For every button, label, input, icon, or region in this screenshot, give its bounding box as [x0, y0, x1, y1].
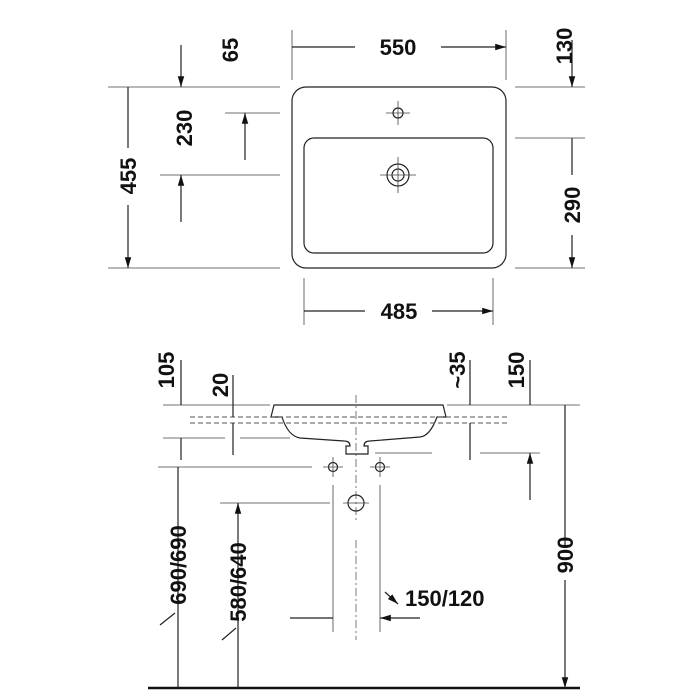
supply-hole-left-icon: [323, 457, 343, 477]
dim-tap-offset: 65: [218, 38, 243, 62]
dim-bowl-offset: 130: [552, 28, 577, 65]
dim-width: 550: [380, 35, 417, 60]
tap-hole-icon: [386, 101, 410, 125]
dim-inset: 20: [208, 373, 233, 397]
dim-rim: 105: [154, 352, 179, 389]
side-view: 105 20 ~35 150 900 690/690 580/640 150/1…: [148, 351, 580, 688]
drain-icon: [380, 157, 416, 193]
dim-bowl-width: 485: [381, 299, 418, 324]
dim-overlap: ~35: [445, 351, 470, 388]
dim-drain-depth: 150: [504, 352, 529, 389]
dim-supply-height: 690/690: [166, 525, 191, 605]
bowl-outline: [303, 137, 494, 254]
top-view: 550 65 230 455 130 290 485: [108, 28, 585, 325]
waste-outlet-icon: [343, 494, 369, 512]
dim-height: 900: [553, 537, 578, 574]
basin-profile: [270, 404, 447, 455]
basin-outline: [291, 86, 507, 269]
dim-bowl-depth: 290: [560, 187, 585, 224]
dim-drain-offset: 230: [172, 110, 197, 147]
dim-depth: 455: [116, 158, 141, 195]
supply-hole-right-icon: [370, 457, 390, 477]
dim-supply-spacing: 150/120: [405, 586, 485, 611]
dim-drain-height: 580/640: [226, 542, 251, 622]
